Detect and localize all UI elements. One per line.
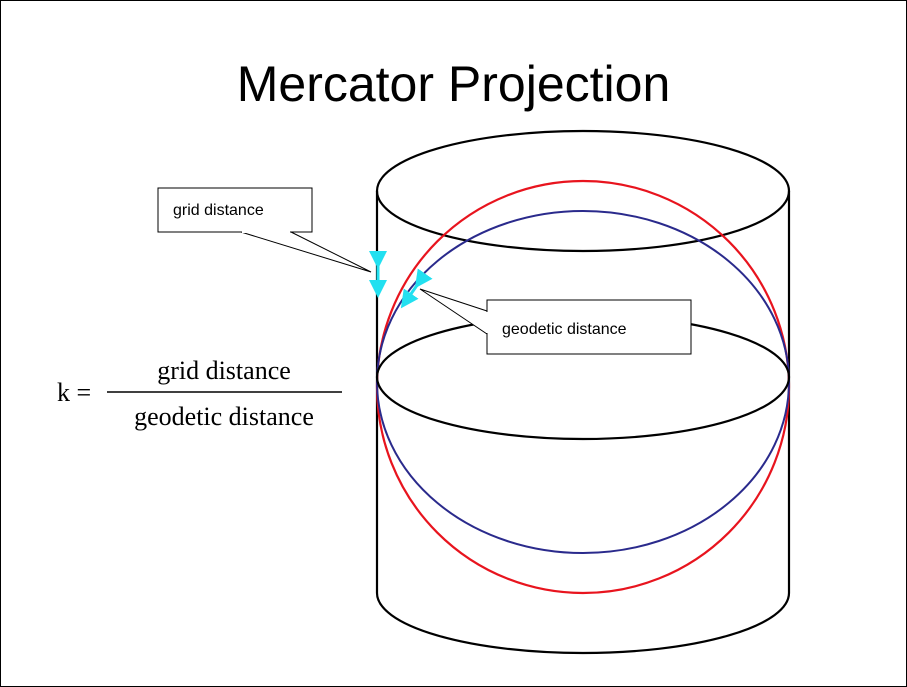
grid-callout-pointer — [240, 231, 372, 273]
geodetic-distance-callout: geodetic distance — [419, 288, 692, 355]
geodetic-distance-arrow — [400, 268, 433, 309]
ellipse-inner-blue — [376, 210, 790, 554]
slide-title: Mercator Projection — [236, 56, 671, 112]
grid-callout-label: grid distance — [173, 202, 264, 219]
scale-factor-formula: k = grid distance geodetic distance — [57, 356, 342, 431]
cylinder-bottom-arc — [375, 592, 791, 655]
ellipse-outer-red — [375, 179, 791, 595]
geodetic-callout-pointer — [419, 288, 488, 335]
geodetic-callout-label: geodetic distance — [502, 321, 627, 338]
geodetic-callout-box — [486, 299, 692, 355]
grid-distance-callout: grid distance — [157, 187, 372, 273]
cylinder-top-ellipse — [375, 129, 791, 253]
formula-numerator: grid distance — [157, 356, 291, 385]
formula-denominator: geodetic distance — [134, 402, 314, 431]
cylinder — [375, 129, 791, 655]
grid-callout-box — [157, 187, 313, 233]
formula-lhs: k = — [57, 378, 91, 407]
